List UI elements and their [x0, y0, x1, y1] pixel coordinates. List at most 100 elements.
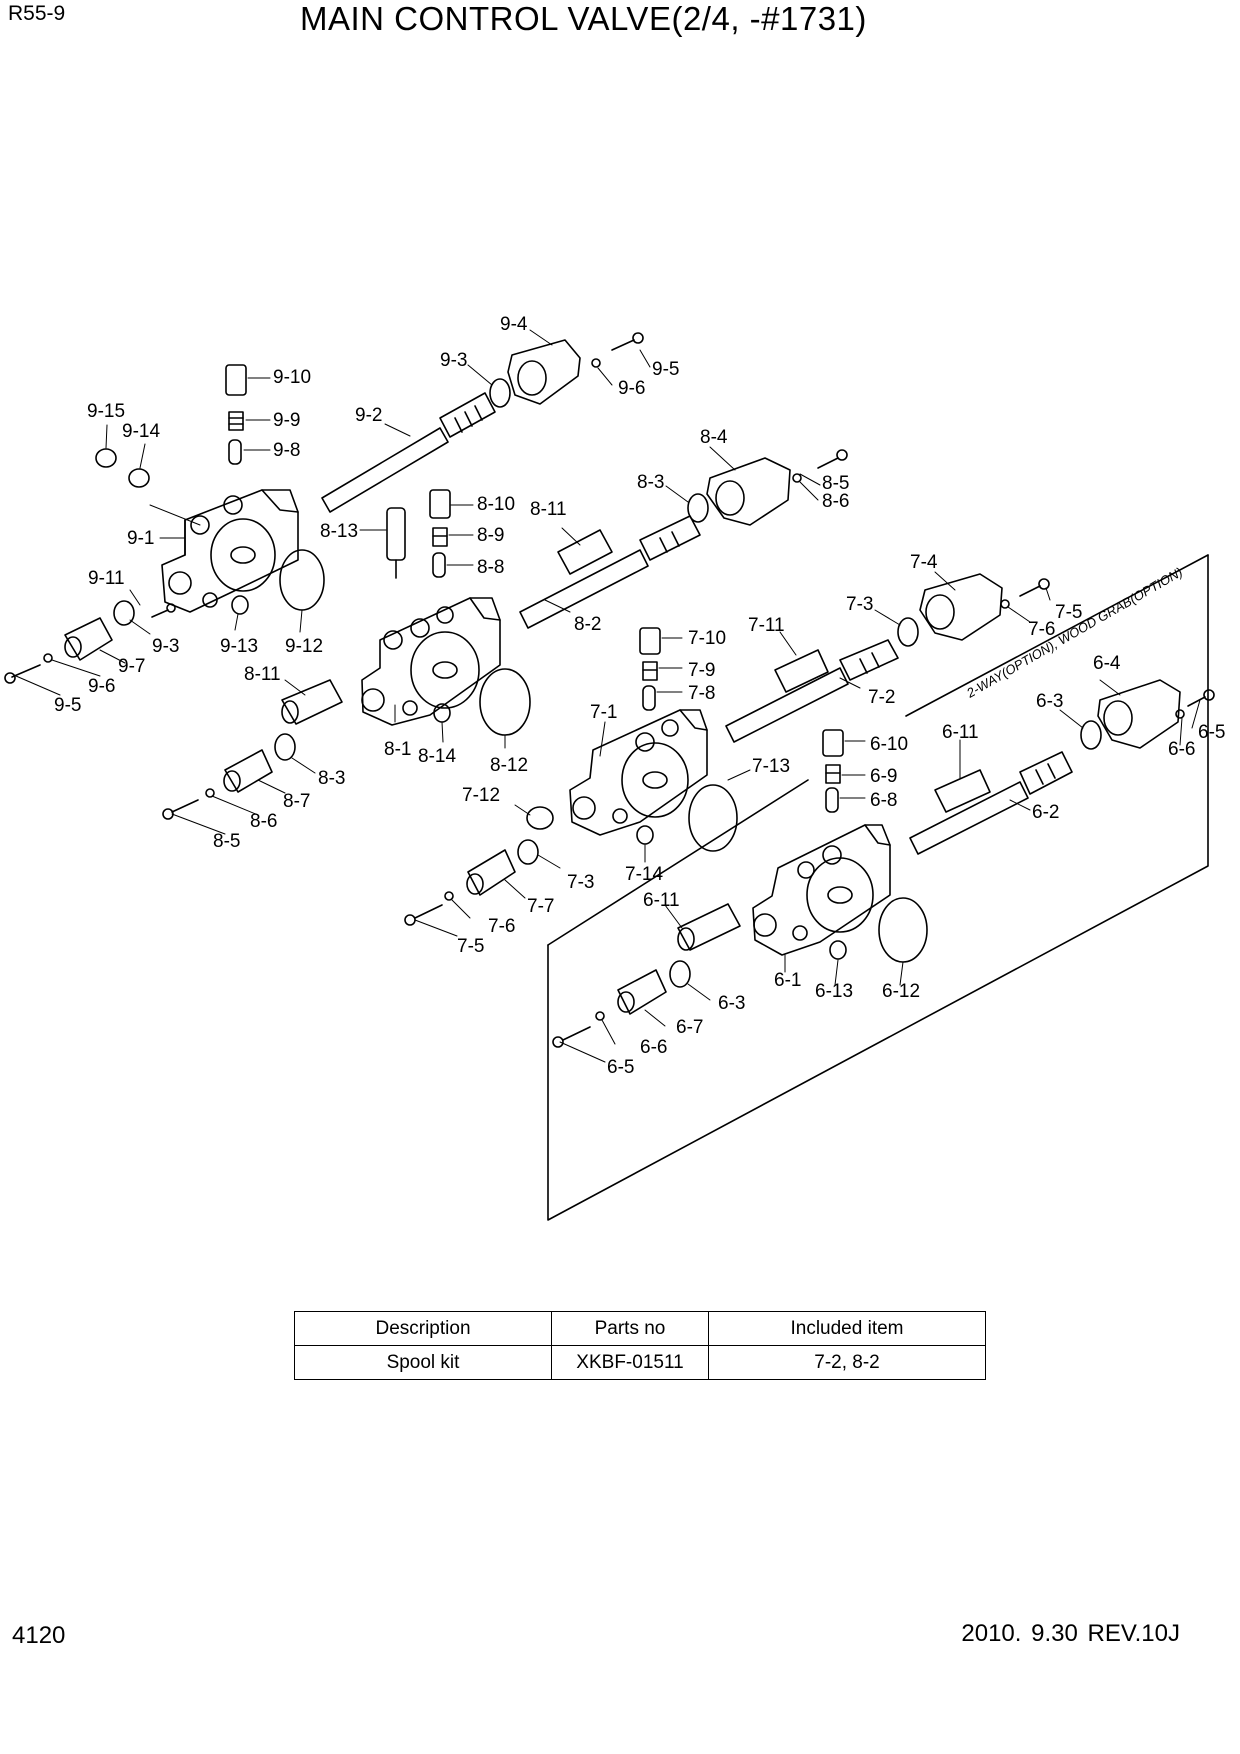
oring-7-3b [517, 839, 539, 865]
label-8-12: 8-12 [490, 755, 528, 776]
spool-8-2 [519, 515, 701, 629]
label-6-3b: 6-3 [718, 993, 745, 1014]
label-8-6b: 8-6 [250, 811, 277, 832]
label-6-11: 6-11 [942, 722, 979, 743]
spool-7-11 [774, 649, 829, 693]
label-9-2: 9-2 [355, 405, 382, 426]
plug-9-14 [128, 468, 150, 488]
label-6-11b: 6-11 [643, 890, 680, 911]
oring-6-3 [1080, 720, 1102, 750]
cap-6-7 [617, 969, 667, 1015]
table-cell: Spool kit [294, 1345, 552, 1380]
oring-9-3 [489, 378, 511, 408]
valve-body-6-1 [752, 824, 891, 956]
page-number: 4120 [12, 1622, 66, 1649]
label-9-1: 9-1 [127, 528, 154, 549]
callout-labels: 9-4 9-3 9-5 9-6 9-10 9-9 9-8 9-15 9-14 9… [54, 314, 1225, 1078]
bolt-8-5 [817, 449, 848, 469]
page-title: MAIN CONTROL VALVE(2/4, -#1731) [300, 0, 867, 37]
oring-7-14 [636, 825, 654, 845]
oring-9-12 [279, 549, 325, 611]
spool-7-2 [725, 639, 899, 743]
bolt-6-5 [1187, 689, 1215, 707]
valve-body-9-1 [161, 489, 299, 613]
oring-9-13 [231, 595, 249, 615]
oring-8-3b [274, 733, 296, 761]
label-9-4: 9-4 [500, 314, 528, 335]
spool-kit-table: Description Parts no Included item Spool… [294, 1311, 986, 1380]
label-8-5: 8-5 [822, 473, 849, 494]
cover-8-4 [706, 457, 791, 526]
oring-6-3b [669, 960, 691, 988]
column-header: Included item [708, 1311, 986, 1346]
label-7-4: 7-4 [910, 552, 938, 573]
cap-8-7 [223, 749, 273, 793]
label-9-5: 9-5 [652, 359, 679, 380]
label-7-6: 7-6 [1028, 619, 1055, 640]
label-6-4: 6-4 [1093, 653, 1121, 674]
plug-8-10 [429, 489, 451, 519]
spring-7-9 [642, 661, 658, 681]
plug-9-15 [95, 448, 117, 468]
label-7-5: 7-5 [1055, 602, 1082, 623]
label-9-6: 9-6 [618, 378, 645, 399]
label-6-10: 6-10 [870, 734, 908, 755]
spool-8-11b [281, 679, 343, 725]
plug-7-12 [526, 806, 554, 830]
label-6-5b: 6-5 [607, 1057, 634, 1078]
label-6-3: 6-3 [1036, 691, 1063, 712]
label-8-7: 8-7 [283, 791, 310, 812]
poppet-7-8 [642, 685, 656, 711]
revision-date: 2010. 9.30 REV.10J [961, 1620, 1180, 1647]
oring-8-3 [687, 493, 709, 523]
washer-7-6 [1000, 599, 1010, 609]
spring-8-9 [432, 527, 448, 547]
label-8-8: 8-8 [477, 557, 504, 578]
label-8-5b: 8-5 [213, 831, 240, 852]
label-9-9: 9-9 [273, 410, 300, 431]
label-8-2: 8-2 [574, 614, 601, 635]
label-7-14: 7-14 [625, 864, 663, 885]
label-9-13: 9-13 [220, 636, 258, 657]
oring-7-13 [688, 784, 738, 852]
label-8-4: 8-4 [700, 427, 728, 448]
label-7-11: 7-11 [748, 615, 785, 636]
poppet-6-8 [825, 787, 839, 813]
label-7-3b: 7-3 [567, 872, 594, 893]
plug-9-10 [225, 364, 247, 396]
washer-7-6b [444, 891, 454, 901]
label-7-7: 7-7 [527, 896, 554, 917]
label-9-11: 9-11 [88, 568, 125, 589]
label-7-13: 7-13 [752, 756, 790, 777]
label-9-3b: 9-3 [152, 636, 179, 657]
label-8-1: 8-1 [384, 739, 411, 760]
spool-6-11b [677, 903, 741, 951]
label-8-14: 8-14 [418, 746, 456, 767]
label-9-6b: 9-6 [88, 676, 115, 697]
bolt-6-5b [552, 1026, 591, 1048]
label-8-9: 8-9 [477, 525, 504, 546]
label-6-13: 6-13 [815, 981, 853, 1002]
label-7-8: 7-8 [688, 683, 715, 704]
cap-9-7 [64, 617, 113, 661]
label-8-10: 8-10 [477, 494, 515, 515]
label-9-12: 9-12 [285, 636, 323, 657]
label-7-9: 7-9 [688, 660, 715, 681]
table-cell: 7-2, 8-2 [708, 1345, 986, 1380]
bolt-9-5b [4, 664, 41, 684]
label-8-3b: 8-3 [318, 768, 345, 789]
section-7 [404, 573, 1050, 926]
washer-6-6b [595, 1011, 605, 1021]
oring-9-3b [113, 600, 135, 626]
label-9-10: 9-10 [273, 367, 311, 388]
spool-9-2 [321, 392, 496, 513]
label-6-5: 6-5 [1198, 722, 1225, 743]
label-6-6b: 6-6 [640, 1037, 667, 1058]
table-cell: XKBF-01511 [551, 1345, 709, 1380]
relief-8-13 [386, 507, 406, 579]
bolt-9-5 [611, 332, 644, 351]
label-8-6: 8-6 [822, 491, 849, 512]
label-8-13: 8-13 [320, 521, 358, 542]
label-9-7: 9-7 [118, 656, 145, 677]
